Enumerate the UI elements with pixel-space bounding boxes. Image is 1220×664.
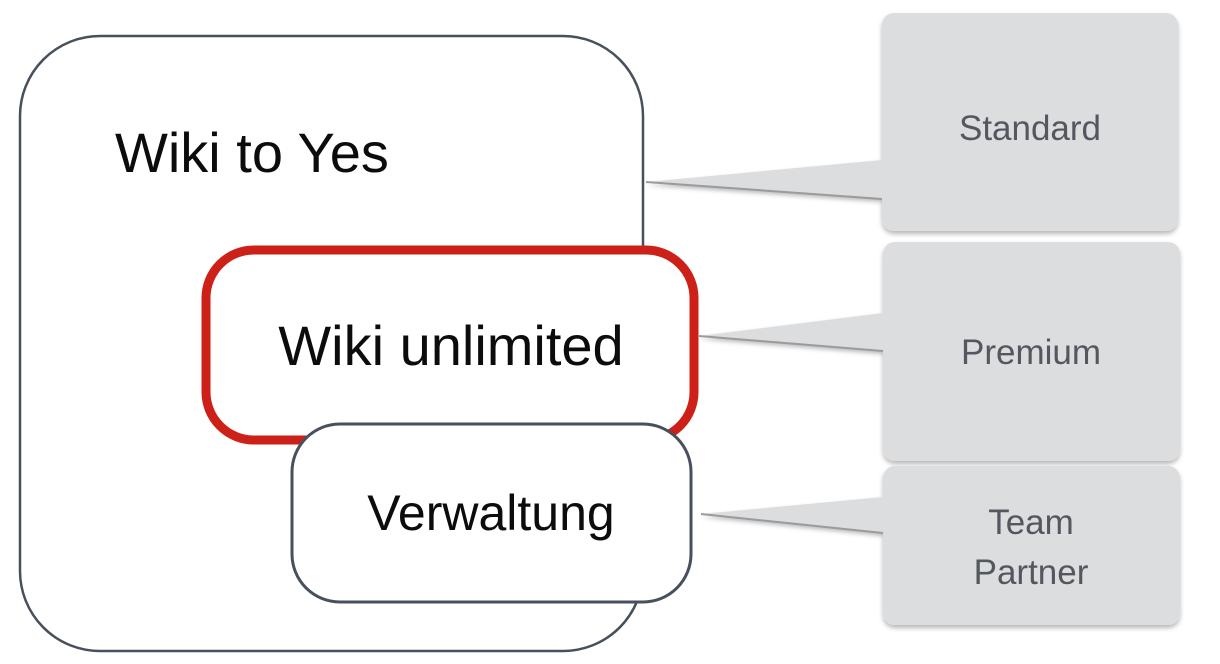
standard-tail-edge-line — [645, 181, 883, 200]
standard-callout-box — [882, 13, 1178, 231]
verwaltung-label: Verwaltung — [367, 485, 614, 541]
premium-callout-box — [883, 242, 1180, 461]
wiki-unlimited-label: Wiki unlimited — [278, 314, 623, 377]
callout-standard — [646, 13, 1178, 231]
premium-callout-tail — [699, 313, 883, 351]
team-partner-callout-label-line1: Team — [988, 503, 1074, 542]
standard-callout-label: Standard — [959, 109, 1101, 148]
callout-team-partner — [701, 466, 1180, 625]
verwaltung-box — [290, 422, 693, 604]
team-partner-callout-label-line2: Partner — [974, 553, 1089, 592]
node-verwaltung — [290, 422, 693, 604]
premium-callout-label: Premium — [961, 333, 1101, 372]
premium-tail-edge-line — [698, 335, 884, 352]
standard-callout-tail — [646, 160, 882, 199]
wiki-to-yes-label: Wiki to Yes — [115, 121, 389, 184]
team-partner-callout-box — [883, 466, 1180, 625]
callout-premium — [699, 242, 1180, 461]
team-partner-tail-edge-line — [700, 513, 884, 534]
team-partner-callout-tail — [701, 497, 883, 533]
